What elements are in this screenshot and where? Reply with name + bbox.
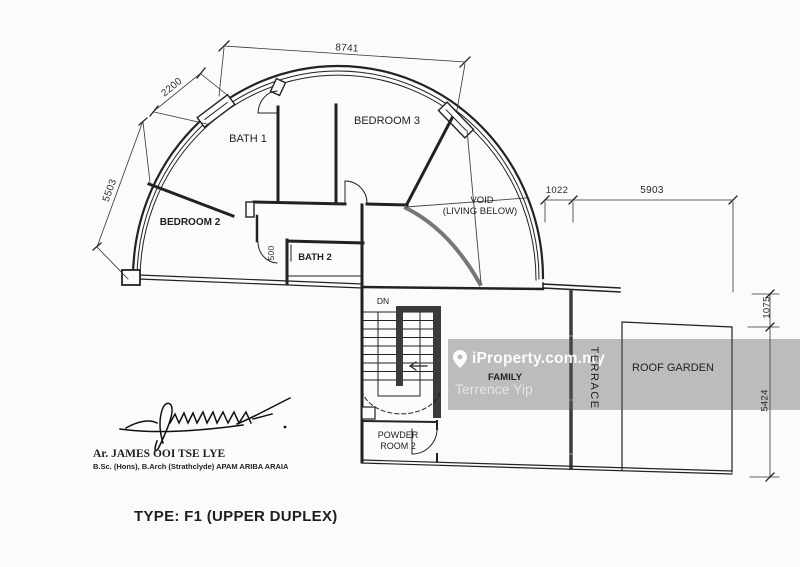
plan-title: TYPE: F1 (UPPER DUPLEX)	[134, 508, 338, 525]
room-label-terrace: TERRACE	[588, 346, 600, 410]
architect-credentials: B.Sc. (Hons), B.Arch (Strathclyde) APAM …	[93, 462, 289, 471]
room-label-roof-garden: ROOF GARDEN	[632, 362, 714, 374]
dim-bath2-door: 500	[266, 245, 276, 261]
room-label-bedroom2: BEDROOM 2	[159, 217, 221, 228]
watermark-brand: iProperty.com.my	[472, 350, 605, 367]
room-label-bath1: BATH 1	[229, 133, 267, 145]
dim-terrace-top: 1022	[545, 185, 569, 196]
room-label-void: VOID	[470, 195, 494, 206]
room-label-bath2: BATH 2	[298, 252, 332, 263]
watermark-agent: Terrence Yip	[455, 381, 533, 397]
stairs-down-label: DN	[376, 296, 390, 306]
dim-right-lower: 5424	[759, 389, 771, 412]
architect-name: Ar. JAMES OOI TSE LYE	[93, 448, 226, 460]
room-label-family: FAMILY	[488, 372, 522, 383]
dim-right-upper: 1075	[761, 296, 773, 319]
room-label-powder-room: POWDER ROOM 2	[377, 430, 419, 451]
signature-scribble	[119, 396, 292, 452]
room-label-void-sub: (LIVING BELOW)	[442, 206, 518, 217]
dim-roof-garden-top: 5903	[640, 185, 664, 196]
iproperty-pin-icon	[453, 350, 467, 368]
watermark-band	[448, 339, 800, 410]
room-label-bedroom3: BEDROOM 3	[353, 115, 420, 127]
